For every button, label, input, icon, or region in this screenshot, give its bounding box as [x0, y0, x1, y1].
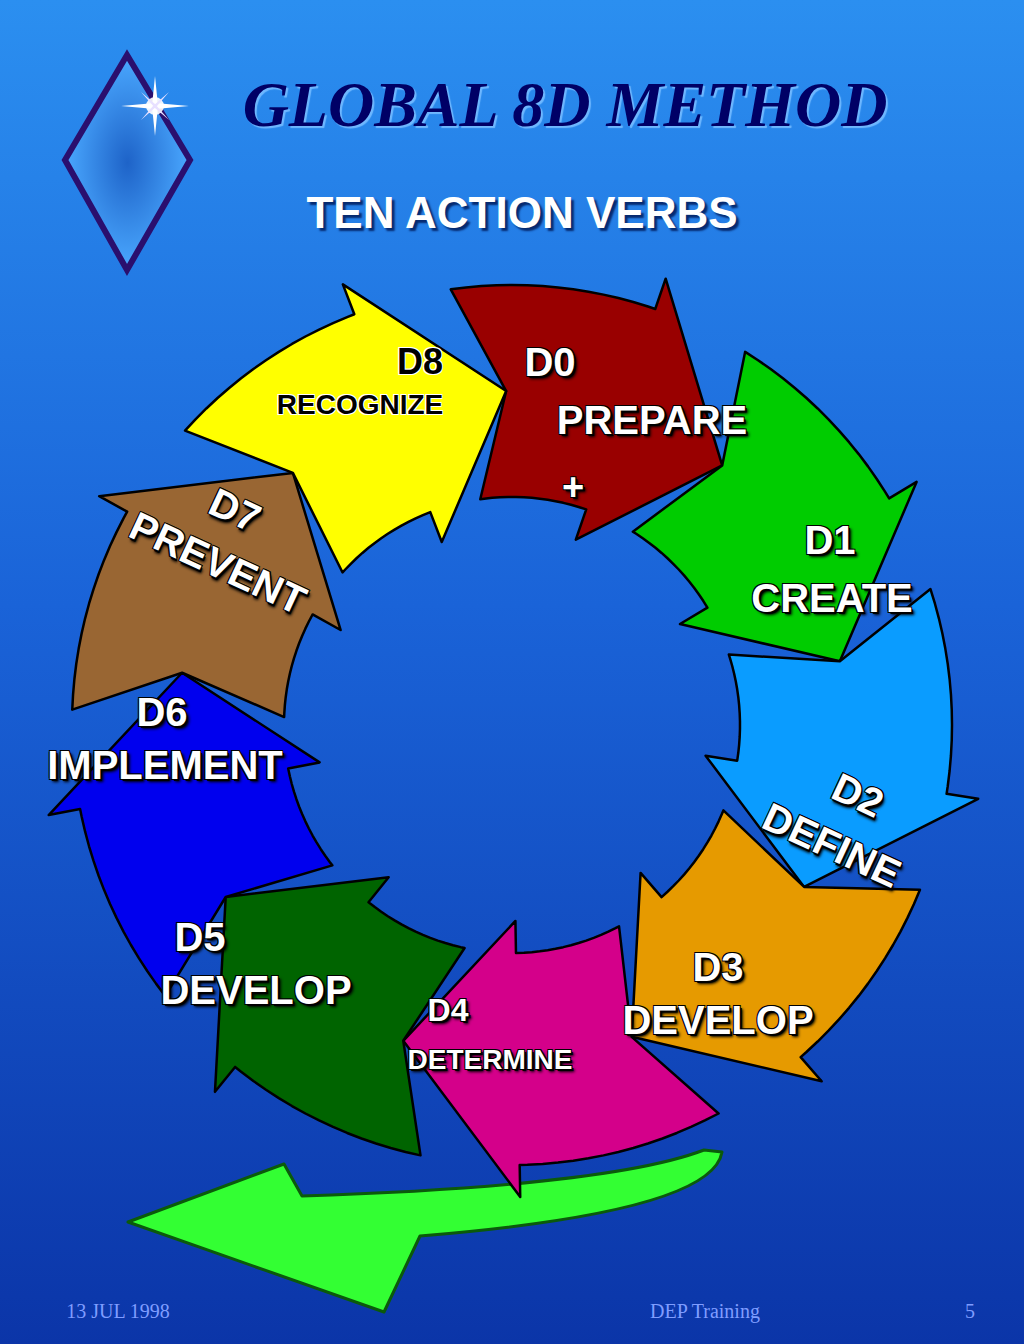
arrow-segment: D1CREATE	[629, 348, 920, 665]
step-verb: PREPARE	[557, 400, 747, 440]
arrow-outline	[49, 673, 333, 996]
arrow-outline	[633, 352, 917, 661]
diamond-icon	[65, 55, 190, 270]
arrow-segment: D8RECOGNIZE	[182, 281, 510, 576]
step-number: D6	[136, 692, 187, 732]
step-verb: CREATE	[751, 578, 912, 618]
return-arrow	[128, 1150, 722, 1312]
arrow-outline	[215, 877, 465, 1155]
arrow-outline	[185, 284, 506, 572]
sparkle	[121, 76, 189, 136]
step-number: D8	[397, 344, 443, 380]
step-verb: DETERMINE	[408, 1046, 573, 1074]
diagram-title: GLOBAL 8D METHOD	[243, 73, 888, 137]
step-verb: IMPLEMENT	[47, 745, 283, 785]
page-number: 5	[965, 1301, 975, 1321]
step-verb: DEVELOP	[622, 1000, 813, 1040]
step-number: D0	[524, 342, 575, 382]
footer-date: 13 JUL 1998	[66, 1301, 170, 1321]
arrow-outline	[72, 473, 340, 717]
step-verb: RECOGNIZE	[277, 391, 443, 419]
step-number: D4	[428, 994, 469, 1026]
step-verb: DEVELOP	[160, 970, 351, 1010]
subtitle: TEN ACTION VERBS	[306, 191, 737, 235]
step-number: D3	[692, 947, 743, 987]
step-verb: +	[562, 468, 584, 506]
arrow-shape	[182, 281, 510, 576]
footer-text: DEP Training	[650, 1301, 760, 1321]
step-number: D1	[804, 520, 855, 560]
arrow-outline	[632, 810, 920, 1081]
step-number: D5	[174, 917, 225, 957]
arrow-segment: D7PREVENT	[69, 469, 344, 721]
